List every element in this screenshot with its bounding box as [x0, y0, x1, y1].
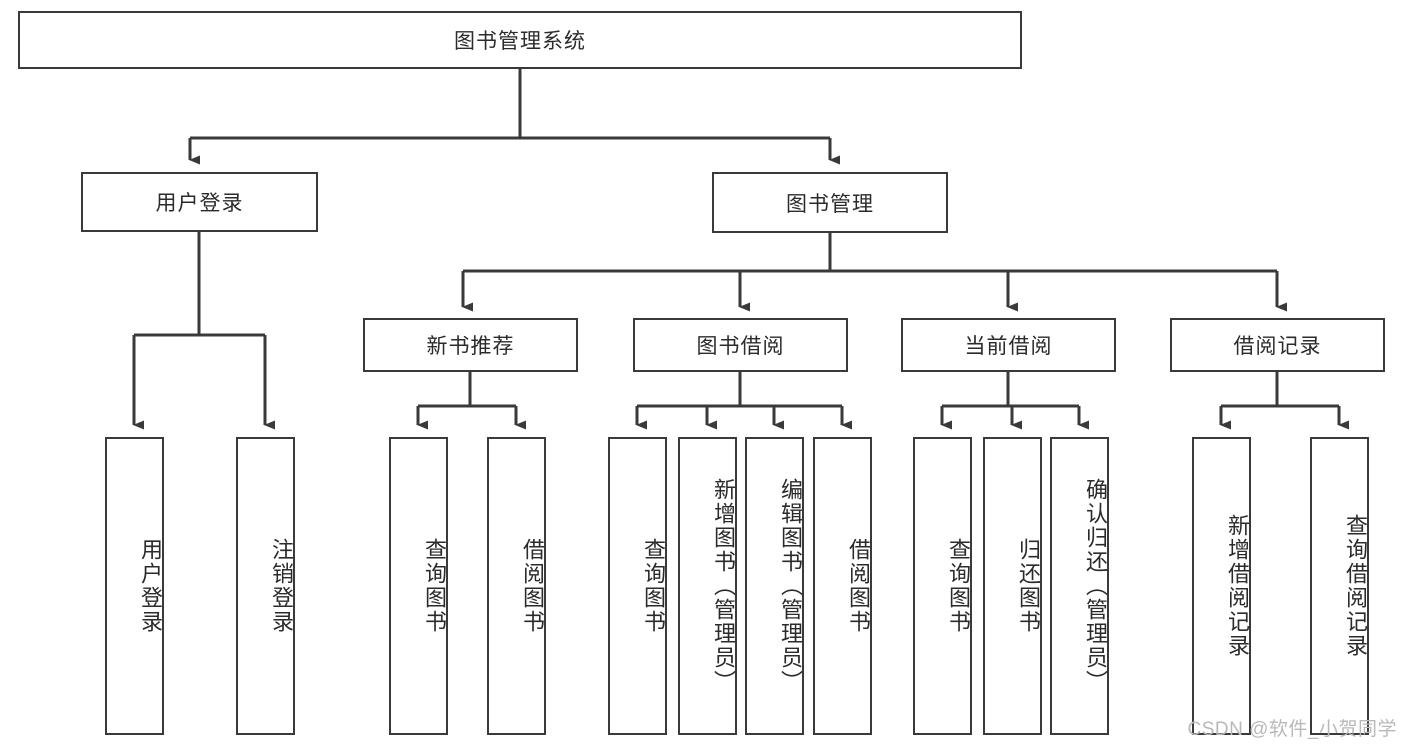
node-label: 借阅图书 — [846, 538, 871, 634]
node-leaf-borrow-add-book[interactable]: 新增图书（管理员） — [678, 437, 737, 735]
node-label: 图书借阅 — [696, 335, 785, 358]
node-label: 查询图书 — [422, 538, 447, 634]
node-book-management[interactable]: 图书管理 — [712, 172, 948, 233]
node-label: 用户登录 — [155, 192, 244, 215]
node-label: 图书管理 — [786, 192, 874, 216]
watermark-text: CSDN @软件_小贺同学 — [1187, 719, 1397, 740]
node-label: 当前借阅 — [964, 335, 1053, 358]
node-label: 借阅图书 — [520, 538, 545, 634]
node-label: 新增图书（管理员） — [711, 478, 736, 694]
node-label: 新增借阅记录 — [1225, 514, 1250, 658]
node-label: 编辑图书（管理员） — [778, 478, 803, 694]
node-leaf-borrow-query[interactable]: 查询图书 — [608, 437, 667, 735]
node-label: 查询图书 — [641, 538, 666, 634]
node-leaf-current-return[interactable]: 归还图书 — [983, 437, 1042, 735]
node-label: 新书推荐 — [426, 335, 515, 358]
node-leaf-user-login-logout[interactable]: 注销登录 — [236, 437, 295, 735]
node-leaf-borrow-borrow-book[interactable]: 借阅图书 — [813, 437, 872, 735]
node-label: 归还图书 — [1016, 538, 1041, 634]
node-label: 借阅记录 — [1233, 335, 1322, 358]
node-leaf-new-book-borrow[interactable]: 借阅图书 — [487, 437, 546, 735]
node-leaf-current-confirm-return[interactable]: 确认归还（管理员） — [1050, 437, 1109, 735]
node-label: 查询图书 — [946, 538, 971, 634]
node-leaf-borrow-edit-book[interactable]: 编辑图书（管理员） — [745, 437, 804, 735]
node-leaf-user-login-login[interactable]: 用户登录 — [105, 437, 164, 735]
node-book-borrow[interactable]: 图书借阅 — [633, 318, 848, 372]
node-user-login[interactable]: 用户登录 — [81, 172, 318, 232]
node-label: 注销登录 — [269, 538, 294, 634]
node-leaf-records-add[interactable]: 新增借阅记录 — [1192, 437, 1251, 735]
node-leaf-records-query[interactable]: 查询借阅记录 — [1310, 437, 1369, 735]
node-leaf-new-book-query[interactable]: 查询图书 — [389, 437, 448, 735]
node-label: 用户登录 — [138, 538, 163, 634]
node-borrow-records[interactable]: 借阅记录 — [1170, 318, 1385, 372]
node-label: 查询借阅记录 — [1343, 514, 1368, 658]
node-leaf-current-query[interactable]: 查询图书 — [913, 437, 972, 735]
node-root-book-management-system[interactable]: 图书管理系统 — [18, 11, 1022, 69]
node-current-borrow[interactable]: 当前借阅 — [901, 318, 1116, 372]
node-new-book-recommend[interactable]: 新书推荐 — [363, 318, 578, 372]
node-label: 图书管理系统 — [454, 30, 586, 53]
node-label: 确认归还（管理员） — [1083, 478, 1108, 694]
